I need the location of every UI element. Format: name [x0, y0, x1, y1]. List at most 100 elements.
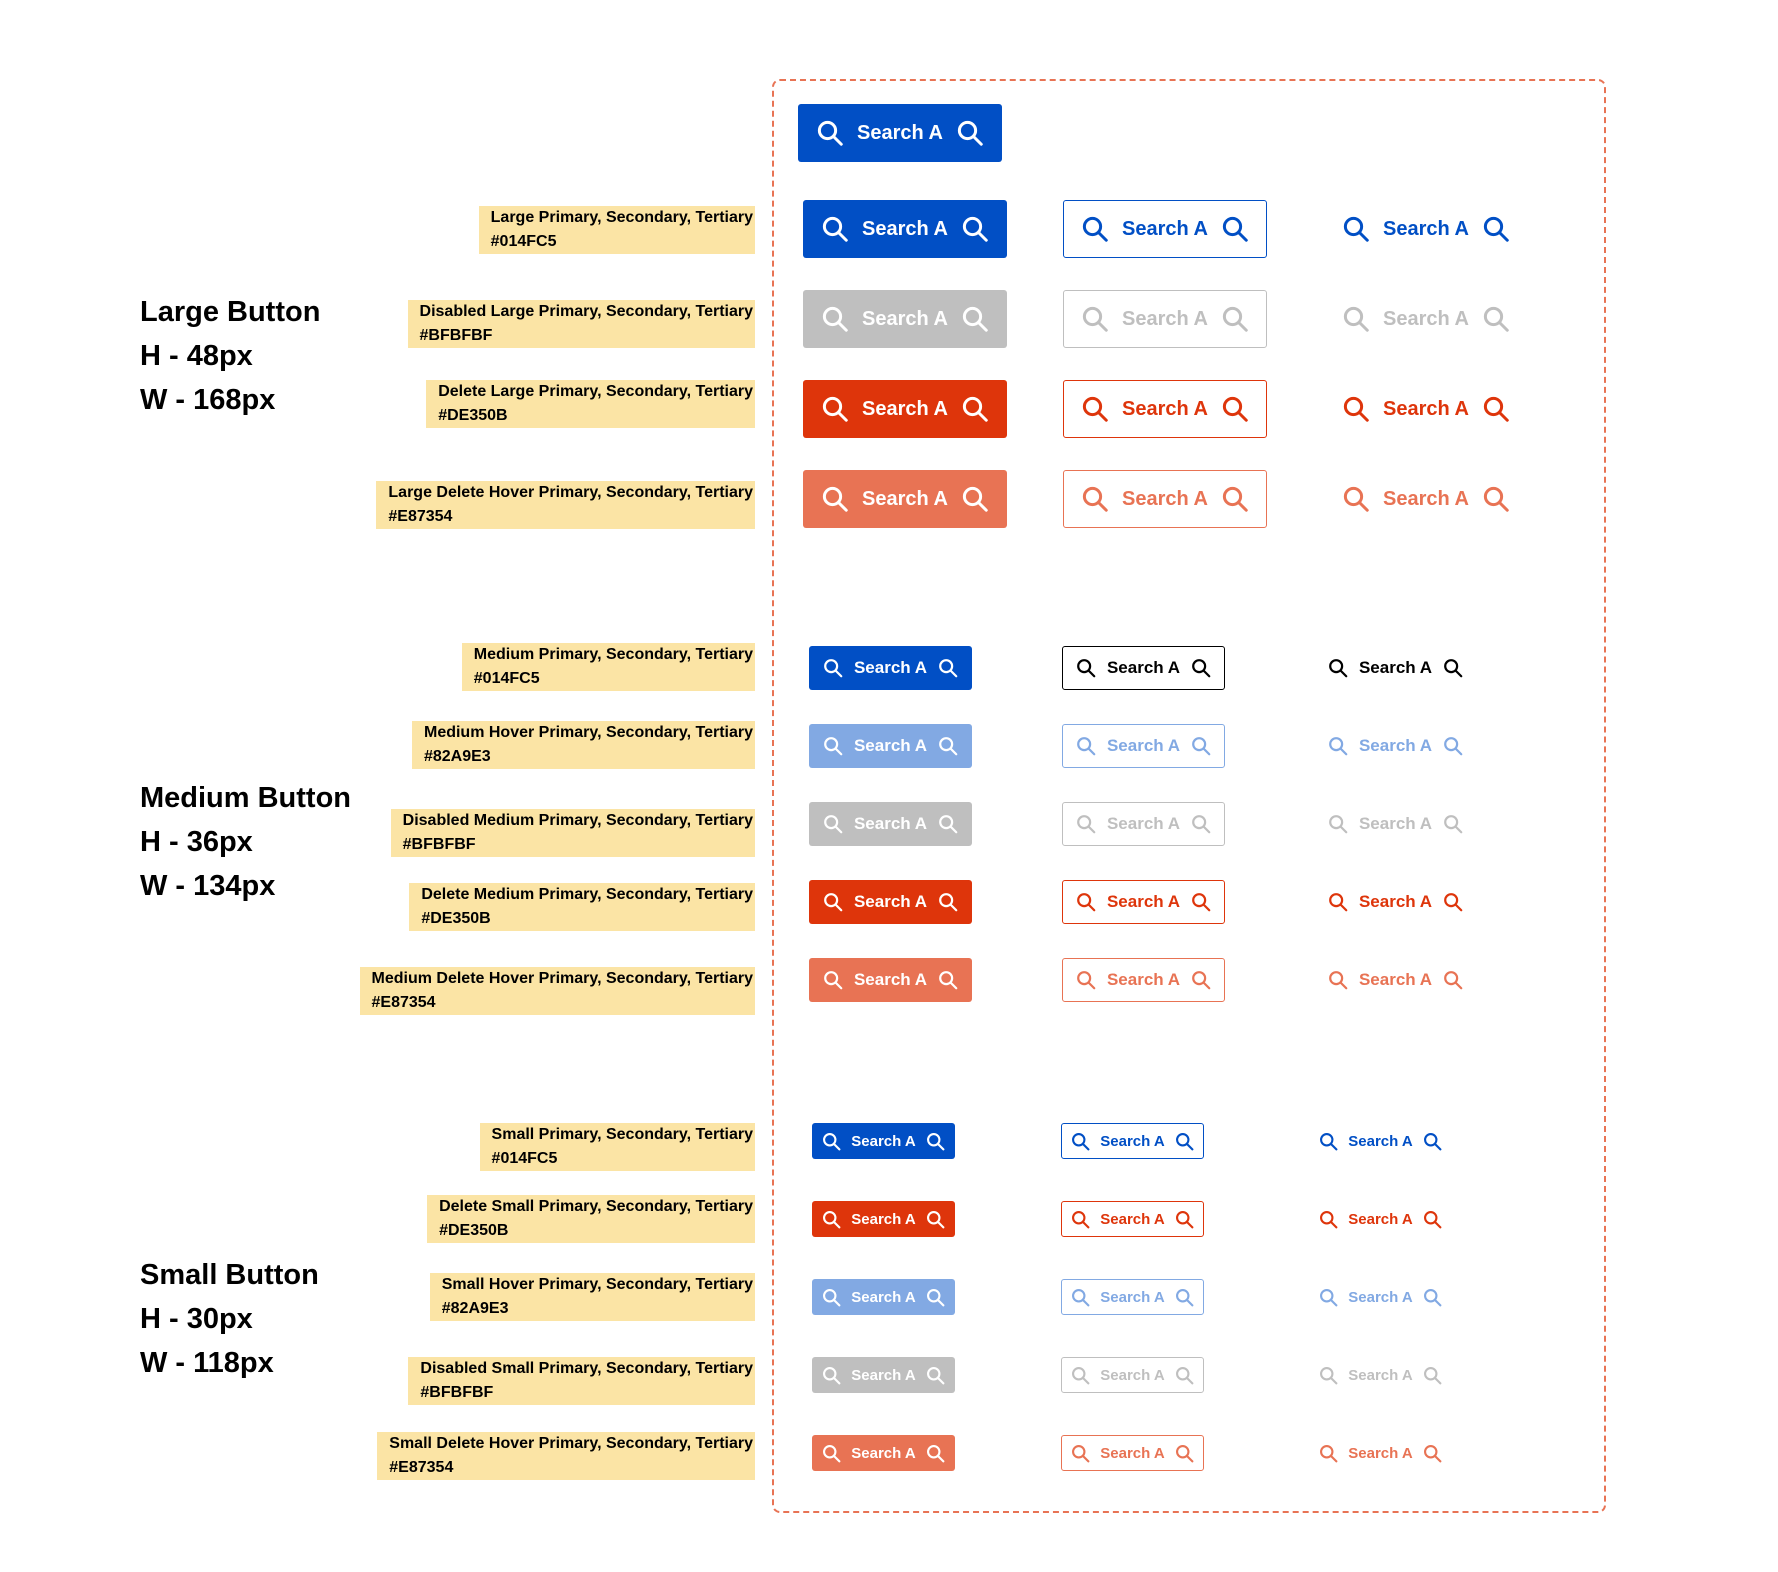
- note-color: #DE350B: [439, 1222, 509, 1239]
- button-label: Search A: [1383, 397, 1469, 420]
- large-delete-hover-tertiary-button[interactable]: Search A: [1324, 470, 1528, 528]
- large-delete-hover-primary-button[interactable]: Search A: [803, 470, 1007, 528]
- large-tertiary-button[interactable]: Search A: [1324, 200, 1528, 258]
- medium-tertiary-button[interactable]: Search A: [1314, 646, 1477, 690]
- medium-hover-primary-button[interactable]: Search A: [809, 724, 972, 768]
- large-disabled-secondary-button[interactable]: Search A: [1063, 290, 1267, 348]
- button-label: Search A: [853, 814, 928, 833]
- medium-disabled-tertiary-button[interactable]: Search A: [1314, 802, 1477, 846]
- note-color: #82A9E3: [441, 1300, 509, 1317]
- note-label: Small Hover Primary, Secondary, Tertiary: [441, 1276, 753, 1293]
- button-label: Search A: [1358, 814, 1433, 833]
- note-color: #DE350B: [438, 407, 508, 424]
- button-label: Search A: [1100, 1288, 1165, 1306]
- search-icon: [925, 1209, 946, 1230]
- small-disabled-tertiary-button[interactable]: Search A: [1309, 1357, 1452, 1393]
- note-color: #E87354: [389, 1459, 454, 1476]
- search-icon: [937, 891, 959, 913]
- medium-hover-secondary-button[interactable]: Search A: [1062, 724, 1225, 768]
- medium-delete-hover-primary-button[interactable]: Search A: [809, 958, 972, 1002]
- large-delete-secondary-button[interactable]: Search A: [1063, 380, 1267, 438]
- note-color: #E87354: [371, 994, 436, 1011]
- search-icon: [822, 813, 844, 835]
- button-label: Search A: [857, 121, 943, 144]
- medium-delete-primary-button[interactable]: Search A: [809, 880, 972, 924]
- search-icon: [1318, 1131, 1339, 1152]
- small-disabled-secondary-button[interactable]: Search A: [1061, 1357, 1204, 1393]
- medium-disabled-primary-button[interactable]: Search A: [809, 802, 972, 846]
- search-icon: [1481, 394, 1511, 424]
- large-button-height: H - 48px: [140, 340, 253, 372]
- small-delete-hover-primary-button[interactable]: Search A: [812, 1435, 955, 1471]
- large-delete-hover-secondary-button[interactable]: Search A: [1063, 470, 1267, 528]
- note-label: Small Delete Hover Primary, Secondary, T…: [389, 1435, 753, 1452]
- large-secondary-button[interactable]: Search A: [1063, 200, 1267, 258]
- note-medium-primary: Medium Primary, Secondary, Tertiary #014…: [461, 643, 755, 691]
- search-icon: [1220, 394, 1250, 424]
- button-label: Search A: [1122, 307, 1208, 330]
- note-small-delete: Delete Small Primary, Secondary, Tertiar…: [427, 1195, 755, 1243]
- medium-delete-hover-secondary-button[interactable]: Search A: [1062, 958, 1225, 1002]
- small-disabled-primary-button[interactable]: Search A: [812, 1357, 955, 1393]
- search-icon: [1481, 484, 1511, 514]
- button-label: Search A: [853, 658, 928, 677]
- note-label: Large Primary, Secondary, Tertiary: [490, 209, 753, 226]
- large-delete-primary-button[interactable]: Search A: [803, 380, 1007, 438]
- small-delete-tertiary-button[interactable]: Search A: [1309, 1201, 1452, 1237]
- component-frame: [772, 79, 1606, 1513]
- medium-hover-tertiary-button[interactable]: Search A: [1314, 724, 1477, 768]
- medium-delete-hover-tertiary-button[interactable]: Search A: [1314, 958, 1477, 1002]
- large-disabled-tertiary-button[interactable]: Search A: [1324, 290, 1528, 348]
- medium-delete-tertiary-button[interactable]: Search A: [1314, 880, 1477, 924]
- small-secondary-button[interactable]: Search A: [1061, 1123, 1204, 1159]
- large-delete-tertiary-button[interactable]: Search A: [1324, 380, 1528, 438]
- search-button-hero[interactable]: Search A: [798, 104, 1002, 162]
- medium-button-width: W - 134px: [140, 870, 276, 902]
- medium-secondary-button[interactable]: Search A: [1062, 646, 1225, 690]
- note-label: Disabled Small Primary, Secondary, Terti…: [420, 1360, 753, 1377]
- medium-disabled-secondary-button[interactable]: Search A: [1062, 802, 1225, 846]
- search-icon: [1080, 394, 1110, 424]
- button-label: Search A: [1106, 658, 1181, 677]
- button-label: Search A: [1106, 892, 1181, 911]
- button-label: Search A: [862, 217, 948, 240]
- note-large-delete: Delete Large Primary, Secondary, Tertiar…: [426, 380, 755, 428]
- small-hover-secondary-button[interactable]: Search A: [1061, 1279, 1204, 1315]
- button-label: Search A: [1383, 217, 1469, 240]
- search-icon: [1070, 1209, 1091, 1230]
- search-icon: [822, 735, 844, 757]
- note-color: #82A9E3: [423, 748, 491, 765]
- small-delete-secondary-button[interactable]: Search A: [1061, 1201, 1204, 1237]
- small-tertiary-button[interactable]: Search A: [1309, 1123, 1452, 1159]
- search-icon: [1080, 484, 1110, 514]
- search-icon: [1442, 657, 1464, 679]
- small-delete-primary-button[interactable]: Search A: [812, 1201, 955, 1237]
- large-button-width: W - 168px: [140, 384, 276, 416]
- search-icon: [1070, 1365, 1091, 1386]
- medium-delete-secondary-button[interactable]: Search A: [1062, 880, 1225, 924]
- search-icon: [1318, 1209, 1339, 1230]
- small-delete-hover-tertiary-button[interactable]: Search A: [1309, 1435, 1452, 1471]
- search-icon: [937, 813, 959, 835]
- search-icon: [960, 484, 990, 514]
- search-icon: [1341, 304, 1371, 334]
- small-hover-primary-button[interactable]: Search A: [812, 1279, 955, 1315]
- button-label: Search A: [1348, 1132, 1413, 1150]
- medium-button-name: Medium Button: [140, 782, 352, 814]
- search-icon: [1341, 214, 1371, 244]
- button-label: Search A: [1106, 970, 1181, 989]
- large-disabled-primary-button[interactable]: Search A: [803, 290, 1007, 348]
- note-small-primary: Small Primary, Secondary, Tertiary #014F…: [479, 1123, 755, 1171]
- search-icon: [1190, 891, 1212, 913]
- small-hover-tertiary-button[interactable]: Search A: [1309, 1279, 1452, 1315]
- button-label: Search A: [1122, 217, 1208, 240]
- large-primary-button[interactable]: Search A: [803, 200, 1007, 258]
- search-icon: [937, 657, 959, 679]
- search-icon: [1318, 1365, 1339, 1386]
- search-icon: [821, 1209, 842, 1230]
- note-color: #E87354: [388, 508, 453, 525]
- small-primary-button[interactable]: Search A: [812, 1123, 955, 1159]
- medium-primary-button[interactable]: Search A: [809, 646, 972, 690]
- button-label: Search A: [1383, 487, 1469, 510]
- small-delete-hover-secondary-button[interactable]: Search A: [1061, 1435, 1204, 1471]
